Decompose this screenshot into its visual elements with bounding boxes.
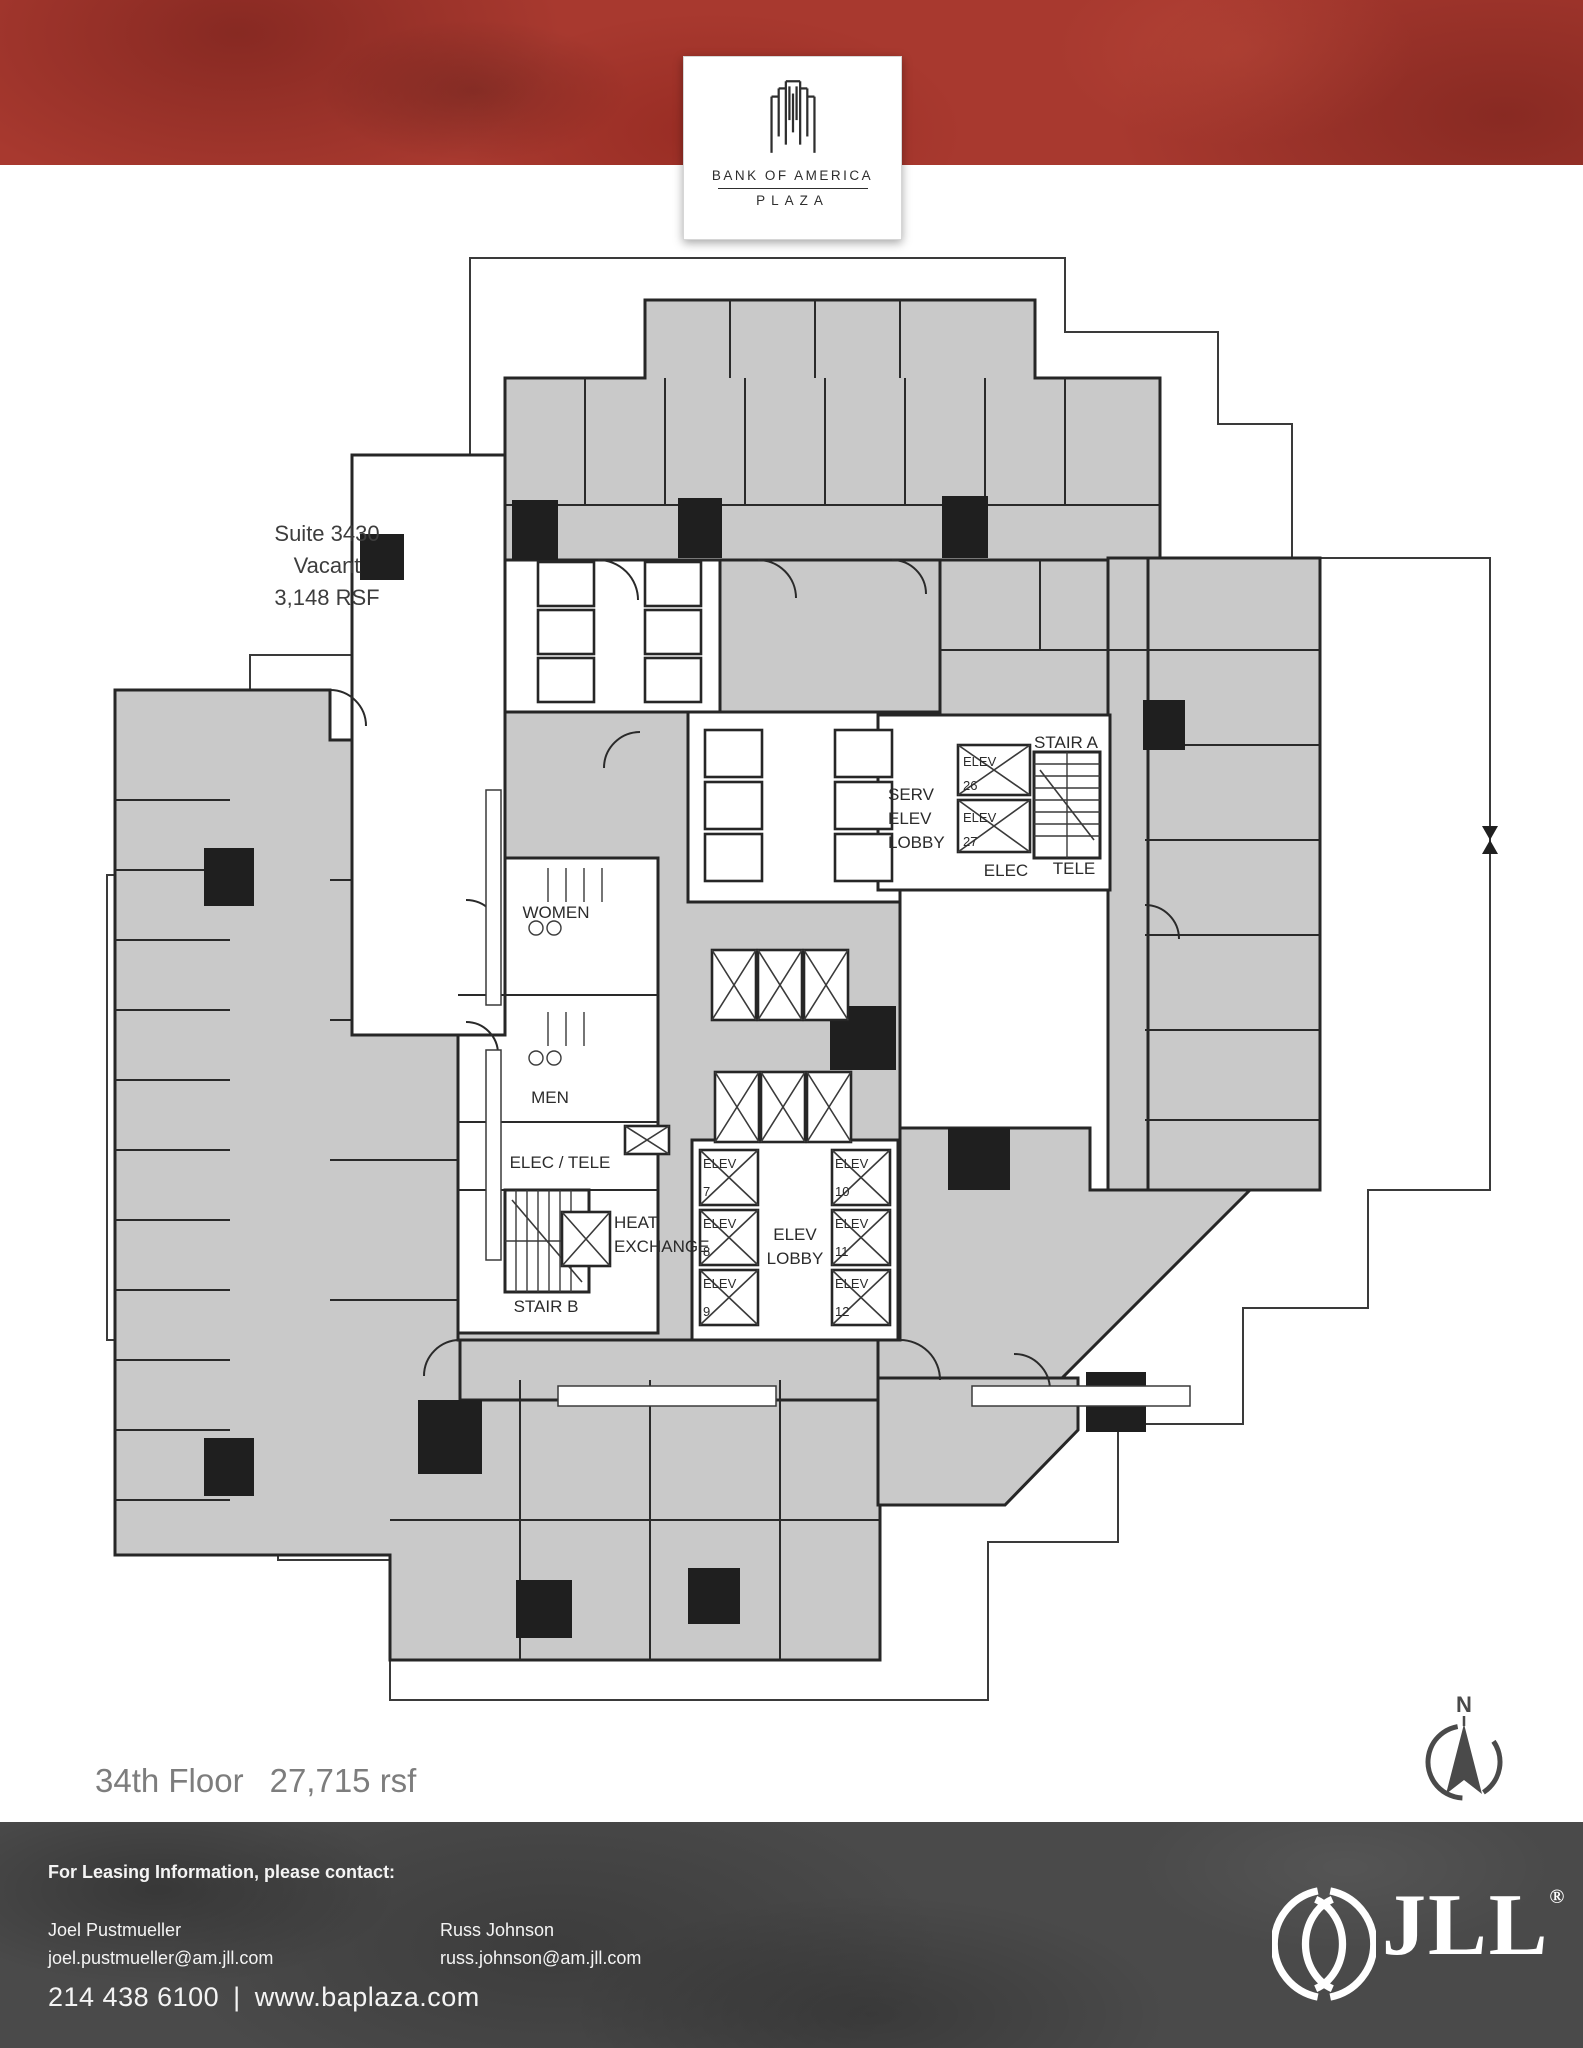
label-elev27-1: ELEV xyxy=(963,810,997,825)
label-women: WOMEN xyxy=(522,903,589,922)
elevator-shafts-mid xyxy=(710,948,853,1144)
footer: For Leasing Information, please contact:… xyxy=(0,1822,1583,2048)
building-icon xyxy=(769,80,816,153)
label-elev9-1: ELEV xyxy=(703,1276,737,1291)
jll-brand-text: JLL xyxy=(1382,1877,1550,1974)
label-elev8-2: 8 xyxy=(703,1244,710,1259)
label-elec: ELEC xyxy=(984,861,1028,880)
registered-mark: ® xyxy=(1549,1886,1567,1908)
phone-row: 214 438 6100 | www.baplaza.com xyxy=(48,1982,480,2013)
website-link[interactable]: www.baplaza.com xyxy=(254,1982,480,2012)
label-serv-1: SERV xyxy=(888,785,935,804)
suite-rsf: 3,148 RSF xyxy=(274,585,379,610)
contact-email-link[interactable]: russ.johnson@am.jll.com xyxy=(440,1948,642,1968)
service-elevators xyxy=(956,743,1032,854)
label-serv-3: LOBBY xyxy=(888,833,945,852)
contact-email-link[interactable]: joel.pustmueller@am.jll.com xyxy=(48,1948,274,1968)
phone-number: 214 438 6100 xyxy=(48,1982,220,2012)
door-arcs xyxy=(329,559,1180,1391)
elevator-bank-north xyxy=(536,560,894,883)
label-elev7-1: ELEV xyxy=(703,1156,737,1171)
logo-name-line2: PLAZA xyxy=(756,193,829,208)
logo-divider xyxy=(717,188,868,189)
label-elev9-2: 9 xyxy=(703,1304,710,1319)
elevator-bank-south xyxy=(698,1148,892,1327)
compass-n-label: N xyxy=(1456,1692,1472,1717)
jll-wordmark: JLL® xyxy=(1382,1882,1567,1970)
label-elev12-2: 12 xyxy=(835,1304,849,1319)
room-labels: WOMEN MEN ELEC / TELE HEAT EXCHANGE STAI… xyxy=(510,733,1099,1316)
label-elev-lobby-1: ELEV xyxy=(773,1225,817,1244)
floor-plan: Suite 3430 Vacant 3,148 RSF WOMEN MEN EL… xyxy=(106,257,1503,1801)
label-heat-2: EXCHANGE xyxy=(614,1237,709,1256)
counters xyxy=(485,789,1191,1407)
label-elev10-2: 10 xyxy=(835,1184,849,1199)
suite-status: Vacant xyxy=(294,553,361,578)
phone-separator: | xyxy=(233,1982,241,2012)
label-serv-2: ELEV xyxy=(888,809,932,828)
floor-name: 34th Floor xyxy=(95,1762,244,1799)
stair-a xyxy=(1032,750,1102,860)
label-elev7-2: 7 xyxy=(703,1184,710,1199)
logo-name-line1: BANK OF AMERICA xyxy=(711,168,874,183)
label-men: MEN xyxy=(531,1088,569,1107)
elec-tele-shaft xyxy=(623,1124,671,1156)
elevator-labels: ELEV 26 ELEV 27 ELEV 7 ELEV 8 ELEV 9 ELE… xyxy=(703,754,997,1319)
label-elec-tele: ELEC / TELE xyxy=(510,1153,611,1172)
structural-columns xyxy=(204,496,1185,1638)
suite-number: Suite 3430 xyxy=(274,521,379,546)
boundary-valve-right xyxy=(1482,826,1498,854)
label-elev12-1: ELEV xyxy=(835,1276,869,1291)
label-elev27-2: 27 xyxy=(963,834,977,849)
label-stair-b: STAIR B xyxy=(514,1297,579,1316)
label-elev-lobby-2: LOBBY xyxy=(767,1249,824,1268)
restroom-fixtures xyxy=(528,868,603,1066)
label-elev26-2: 26 xyxy=(963,778,977,793)
label-elev26-1: ELEV xyxy=(963,754,997,769)
heat-exchanger xyxy=(560,1210,612,1268)
leasing-heading: For Leasing Information, please contact: xyxy=(48,1862,396,1882)
office-areas xyxy=(113,298,1322,1662)
label-stair-a: STAIR A xyxy=(1034,733,1099,752)
jll-globe-icon xyxy=(1272,1887,1376,2001)
suite-callout: Suite 3430 Vacant 3,148 RSF xyxy=(274,521,379,610)
label-elev10-1: ELEV xyxy=(835,1156,869,1171)
contact-name: Joel Pustmueller xyxy=(48,1920,182,1940)
label-elev11-2: 11 xyxy=(835,1244,849,1259)
floor-title: 34th Floor 27,715 rsf xyxy=(95,1762,416,1800)
label-tele: TELE xyxy=(1053,859,1096,878)
label-elev8-1: ELEV xyxy=(703,1216,737,1231)
contact-name: Russ Johnson xyxy=(440,1920,555,1940)
compass-arrow xyxy=(1446,1724,1482,1794)
floor-area: 27,715 rsf xyxy=(269,1762,417,1799)
label-elev11-1: ELEV xyxy=(835,1216,869,1231)
label-heat-1: HEAT xyxy=(614,1213,658,1232)
jll-logo: JLL® xyxy=(1272,1882,1567,2002)
compass-ring xyxy=(1425,1723,1503,1801)
north-compass: N xyxy=(1425,1692,1503,1801)
logo-card: BANK OF AMERICA PLAZA xyxy=(683,56,902,240)
